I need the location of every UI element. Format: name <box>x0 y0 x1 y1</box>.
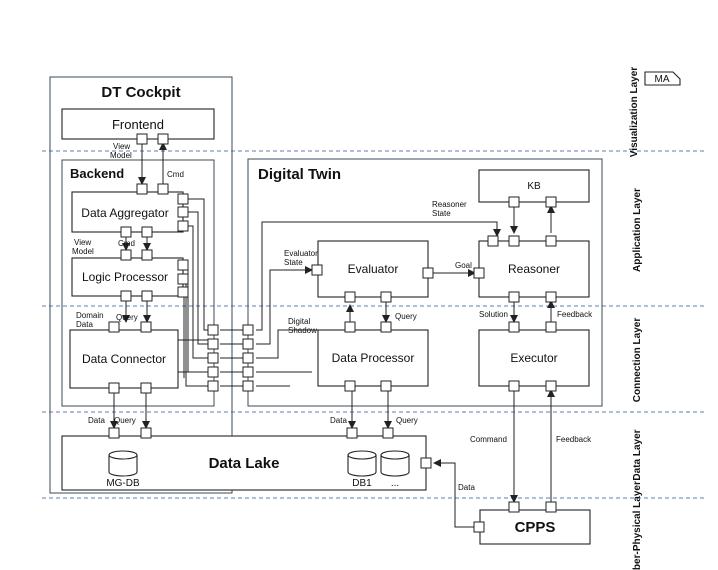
ma-badge <box>644 71 681 86</box>
data-processor-label: Data Processor <box>332 351 415 365</box>
label-cmd-2: Cmd <box>118 239 135 248</box>
mg-db-label: MG-DB <box>106 478 140 489</box>
reasoner-label: Reasoner <box>508 262 560 276</box>
label-feedback-2: Feedback <box>556 435 592 444</box>
digital-twin-title: Digital Twin <box>258 166 341 183</box>
dt-cockpit-container <box>49 76 233 494</box>
data-lake-title: Data Lake <box>209 455 280 472</box>
backend-container <box>61 159 215 407</box>
logic-processor-label: Logic Processor <box>82 270 168 284</box>
data-processor-box <box>317 329 429 387</box>
cpps-label: CPPS <box>515 519 556 536</box>
cpps-box <box>479 509 591 545</box>
label-digital-shadow-2: Shadow <box>288 326 317 335</box>
data-aggregator-label: Data Aggregator <box>81 206 168 220</box>
label-view-model-4: Model <box>72 247 94 256</box>
logic-processor-box <box>71 257 184 297</box>
label-domain-data-2: Data <box>76 320 93 329</box>
layer-label-application: Application Layer <box>632 188 643 272</box>
label-evaluator-state-1: Evaluator <box>284 249 318 258</box>
layer-label-data: Data Layer <box>632 429 643 480</box>
label-view-model-3: View <box>74 238 91 247</box>
data-aggregator-box <box>71 191 184 233</box>
executor-label: Executor <box>510 351 557 365</box>
evaluator-label: Evaluator <box>348 262 399 276</box>
label-query-2: Query <box>114 416 136 425</box>
label-view-model-2: Model <box>110 151 132 160</box>
reasoner-box <box>478 240 590 298</box>
digital-twin-container <box>247 158 603 407</box>
ma-badge-label: MA <box>655 74 670 85</box>
data-connector-label: Data Connector <box>82 352 166 366</box>
label-solution: Solution <box>479 310 508 319</box>
label-feedback-1: Feedback <box>557 310 593 319</box>
executor-box <box>478 329 590 387</box>
label-cmd-1: Cmd <box>167 170 184 179</box>
db2-icon <box>380 450 410 477</box>
label-query-3: Query <box>395 312 417 321</box>
layer-label-connection: Connection Layer <box>632 318 643 403</box>
label-data-1: Data <box>88 416 105 425</box>
label-data-3: Data <box>458 483 475 492</box>
label-reasoner-state-2: State <box>432 209 451 218</box>
label-query-1: Query <box>116 313 138 322</box>
db1-icon <box>347 450 377 477</box>
label-goal: Goal <box>455 261 472 270</box>
label-digital-shadow-1: Digital <box>288 317 310 326</box>
mg-db-icon <box>108 450 138 477</box>
label-view-model-1: View <box>113 142 130 151</box>
data-connector-box <box>69 329 179 389</box>
port-set <box>108 133 557 533</box>
frontend-label: Frontend <box>112 117 164 132</box>
db-ellipsis: ... <box>391 478 399 489</box>
db1-label: DB1 <box>352 478 372 489</box>
kb-label: KB <box>527 181 541 192</box>
label-command: Command <box>470 435 507 444</box>
label-evaluator-state-2: State <box>284 258 303 267</box>
label-data-2: Data <box>330 416 347 425</box>
label-domain-data-1: Domain <box>76 311 104 320</box>
label-reasoner-state-1: Reasoner <box>432 200 467 209</box>
evaluator-box <box>317 240 429 298</box>
layer-label-visualization: Visualization Layer <box>629 67 640 158</box>
backend-title: Backend <box>70 166 124 181</box>
layer-label-cyber-physical: Cyber-Physical Layer <box>632 481 643 570</box>
label-query-4: Query <box>396 416 418 425</box>
dt-cockpit-title: DT Cockpit <box>101 84 180 101</box>
kb-box <box>478 169 590 203</box>
